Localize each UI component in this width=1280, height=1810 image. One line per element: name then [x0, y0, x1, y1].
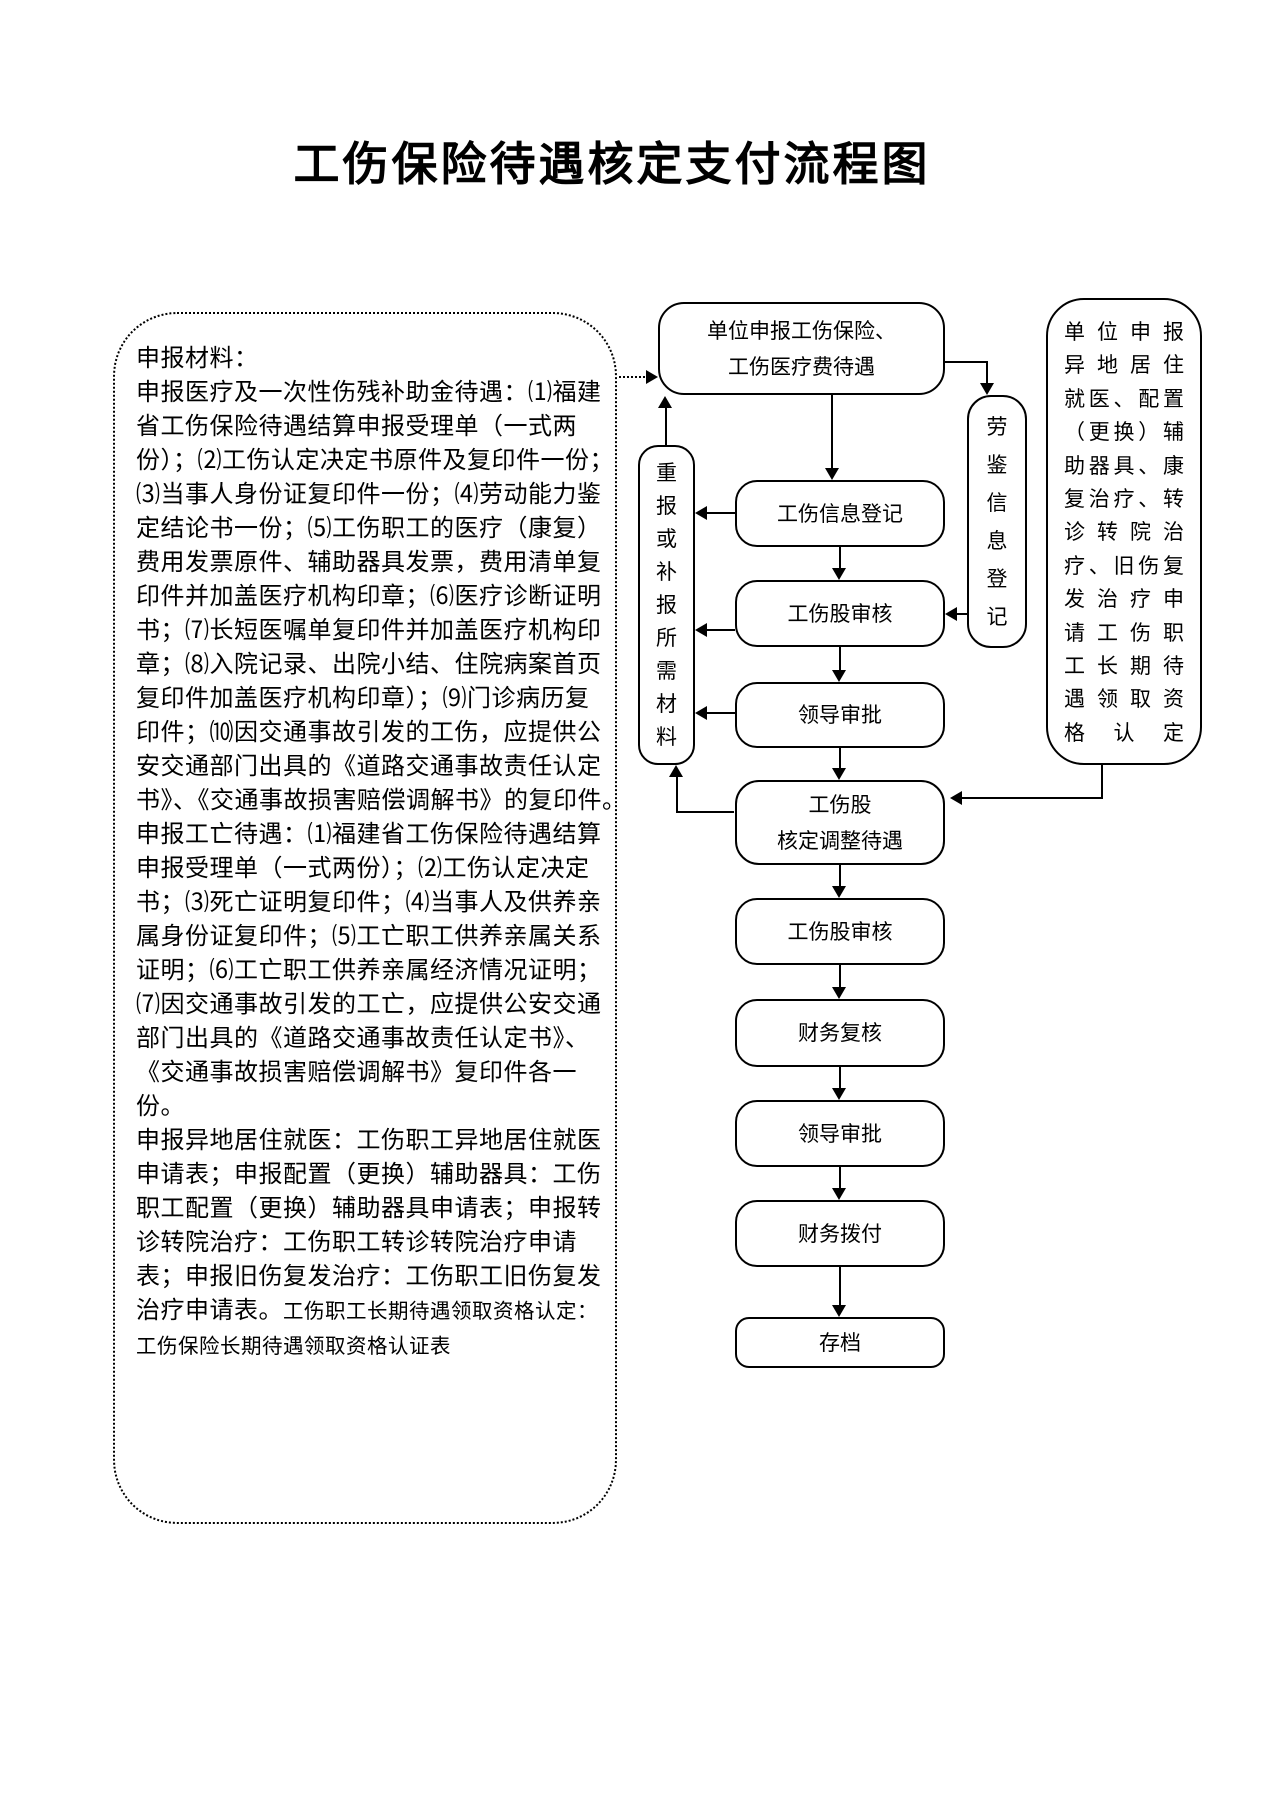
arrow-start-to-registration-line [831, 395, 833, 468]
materials-line: 省工伤保险待遇结算申报受理单（一式两 [136, 412, 577, 440]
materials-line: 书；⑶死亡证明复印件；⑷当事人及供养亲 [136, 888, 602, 916]
flow-box-start: 单位申报工伤保险、 工伤医疗费待遇 [658, 302, 945, 395]
arrow-review1-to-approval1-line [839, 647, 841, 670]
materials-line: 属身份证复印件；⑸工亡职工供养亲属关系 [136, 922, 602, 950]
materials-line: 定结论书一份；⑸工伤职工的医疗（康复） [136, 514, 602, 542]
materials-line: 诊转院治疗：工伤职工转诊转院治疗申请 [136, 1228, 577, 1256]
arrow-resubmit-to-start-head [658, 396, 672, 408]
arrow-registration-to-resubmit-head [695, 506, 707, 520]
materials-line: 治疗申请表。工伤职工长期待遇领取资格认定： [136, 1296, 598, 1324]
arrow-finance-check-to-approval2-line [839, 1067, 841, 1088]
materials-line: ⑺因交通事故引发的工亡，应提供公安交通 [136, 990, 602, 1018]
flow-step-4: 工伤股 核定调整待遇 [735, 780, 945, 865]
right-box-line: 诊转院治 [1064, 520, 1184, 545]
right-box-line: 发治疗申 [1064, 587, 1184, 612]
arrow-rightbox-to-assess-line [1101, 765, 1103, 799]
arrow-review2-to-finance-check-head [832, 987, 846, 999]
right-box-line: 格认定 [1064, 720, 1184, 745]
right-box-line: 请工伤职 [1064, 620, 1184, 645]
materials-line: 申报受理单（一式两份）；⑵工伤认定决定 [136, 854, 590, 882]
right-box-line: 疗、旧伤复 [1064, 553, 1184, 578]
arrow-approval1-to-resubmit-head [695, 706, 707, 720]
arrow-approval1-to-assess-line [839, 748, 841, 768]
flow-step-7: 领导审批 [735, 1100, 945, 1167]
flow-step-9: 存档 [735, 1317, 945, 1368]
materials-line: 部门出具的《道路交通事故责任认定书》、 [136, 1024, 590, 1052]
arrow-payment-to-archive-line [839, 1267, 841, 1305]
materials-line: 《交通事故损害赔偿调解书》复印件各一 [136, 1058, 577, 1086]
arrow-rightbox-to-assess-line [962, 797, 1103, 799]
page-title: 工伤保险待遇核定支付流程图 [293, 137, 931, 191]
materials-text: 申报材料： 申报医疗及一次性伤残补助金待遇：⑴福建省工伤保险待遇结算申报受理单（一… [136, 341, 627, 1363]
materials-line: 申请表；申报配置（更换）辅助器具：工伤 [136, 1160, 602, 1188]
arrow-materials-to-start-line [619, 376, 649, 378]
materials-line: 职工配置（更换）辅助器具申请表；申报转 [136, 1194, 602, 1222]
materials-line: 证明；⑹工亡职工供养亲属经济情况证明； [136, 956, 602, 984]
arrow-registration-to-review1-line [839, 547, 841, 568]
flow-step-6: 财务复核 [735, 999, 945, 1067]
materials-line: 章；⑻入院记录、出院小结、住院病案首页 [136, 650, 602, 678]
flow-box-resubmit-materials: 重 报 或 补 报 所 需 材 料 [638, 445, 695, 765]
materials-line: 书》、《交通事故损害赔偿调解书》的复印件。 [136, 786, 627, 814]
arrow-review2-to-finance-check-line [839, 965, 841, 987]
right-box-line: 遇领取资 [1064, 687, 1184, 712]
arrow-assess-to-resubmit-head [669, 765, 683, 777]
materials-line: 复印件加盖医疗机构印章）；⑼门诊病历复 [136, 684, 590, 712]
right-box-line: 助器具、康 [1064, 453, 1184, 478]
materials-line: 份）；⑵工伤认定决定书原件及复印件一份； [136, 446, 614, 474]
arrow-registration-to-resubmit-line [707, 512, 735, 514]
materials-line: 申报材料： [136, 344, 259, 372]
arrow-review1-to-approval1-head [832, 670, 846, 682]
arrow-start-to-registration-head [825, 468, 839, 480]
flow-step-8: 财务拨付 [735, 1200, 945, 1267]
flow-step-1: 工伤信息登记 [735, 480, 945, 547]
arrow-approval2-to-payment-head [832, 1188, 846, 1200]
arrow-materials-to-start-head [646, 370, 658, 384]
flow-step-3: 领导审批 [735, 682, 945, 748]
arrow-approval2-to-payment-line [839, 1167, 841, 1188]
arrow-assess-to-resubmit-line [676, 776, 678, 813]
arrow-review1-to-resubmit-head [695, 623, 707, 637]
right-box-line: 异地居住 [1064, 353, 1184, 378]
right-box-line: 就医、配置 [1064, 386, 1184, 411]
materials-line: 申报异地居住就医：工伤职工异地居住就医 [136, 1126, 602, 1154]
arrow-assess-to-review2-line [839, 865, 841, 886]
arrow-resubmit-to-start-line [665, 408, 667, 445]
materials-line: 表；申报旧伤复发治疗：工伤职工旧伤复发 [136, 1262, 602, 1290]
arrow-assess-to-review2-head [832, 886, 846, 898]
flow-box-laojian-registration: 劳 鉴 信 息 登 记 [967, 395, 1027, 648]
arrow-start-to-laojian-line [986, 361, 988, 383]
arrow-review1-to-resubmit-line [707, 629, 735, 631]
arrow-laojian-to-review1-head [945, 607, 957, 621]
flow-step-2: 工伤股审核 [735, 580, 945, 647]
arrow-start-to-laojian-line [945, 361, 988, 363]
materials-line: 申报工亡待遇：⑴福建省工伤保险待遇结算 [136, 820, 602, 848]
materials-line: 费用发票原件、辅助器具发票，费用清单复 [136, 548, 602, 576]
right-box-line: （更换）辅 [1064, 420, 1184, 445]
materials-line: ⑶当事人身份证复印件一份；⑷劳动能力鉴 [136, 480, 602, 508]
materials-panel: 申报材料： 申报医疗及一次性伤残补助金待遇：⑴福建省工伤保险待遇结算申报受理单（一… [113, 312, 627, 1524]
materials-line: 申报医疗及一次性伤残补助金待遇：⑴福建 [136, 378, 602, 406]
materials-line: 印件并加盖医疗机构印章；⑹医疗诊断证明 [136, 582, 602, 610]
flow-box-unit-apply-other: 单位申报异地居住就医、配置 （更换）辅助器具、康复治疗、转诊转院治疗、旧伤复发治疗… [1046, 298, 1202, 765]
materials-line: 书；⑺长短医嘱单复印件并加盖医疗机构印 [136, 616, 602, 644]
arrow-registration-to-review1-head [832, 568, 846, 580]
materials-line: 份。 [136, 1092, 185, 1120]
arrow-payment-to-archive-head [832, 1305, 846, 1317]
arrow-start-to-laojian-head [980, 383, 994, 395]
right-box-line: 工长期待 [1064, 654, 1184, 679]
arrow-assess-to-resubmit-line [677, 811, 734, 813]
materials-line: 工伤保险长期待遇领取资格认证表 [136, 1334, 451, 1358]
arrow-approval1-to-assess-head [832, 768, 846, 780]
flow-step-5: 工伤股审核 [735, 898, 945, 965]
arrow-laojian-to-review1-line [957, 613, 967, 615]
arrow-finance-check-to-approval2-head [832, 1088, 846, 1100]
right-box-line: 复治疗、转 [1064, 487, 1184, 512]
materials-line: 安交通部门出具的《道路交通事故责任认定 [136, 752, 602, 780]
right-box-line: 单位申报 [1064, 320, 1184, 344]
arrow-approval1-to-resubmit-line [707, 712, 735, 714]
materials-line: 印件；⑽因交通事故引发的工伤，应提供公 [136, 718, 602, 746]
arrow-rightbox-to-assess-head [950, 791, 962, 805]
